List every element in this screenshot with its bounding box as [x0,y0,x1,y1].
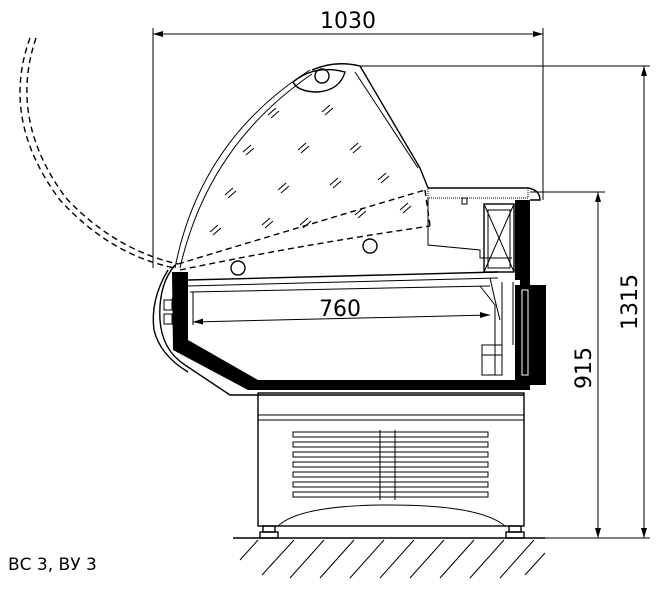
rear-storage-shelf [427,187,541,376]
model-caption: ВС 3, ВУ 3 [8,555,97,575]
dimension-overall-height: 1315 [360,65,650,539]
dimension-label-counter-height: 915 [572,347,597,389]
base-unit [257,392,525,539]
dimension-label-overall-width: 1030 [320,9,376,34]
rear-panel [520,285,546,385]
glass-open-position [19,37,431,276]
case-body [152,264,524,396]
dimension-label-overall-height: 1315 [618,274,643,330]
dimension-counter-height: 915 [524,191,605,539]
dimension-label-inner-depth: 760 [319,297,361,322]
ventilation-louvres [292,430,489,500]
top-lamp [292,68,346,93]
dimension-inner-depth: 760 [192,297,491,325]
adjustable-feet [259,525,525,539]
dimension-overall-width: 1030 [152,9,544,268]
floor-hatching [233,537,546,579]
inner-shelf [187,271,514,375]
curved-glass-closed [174,63,429,269]
